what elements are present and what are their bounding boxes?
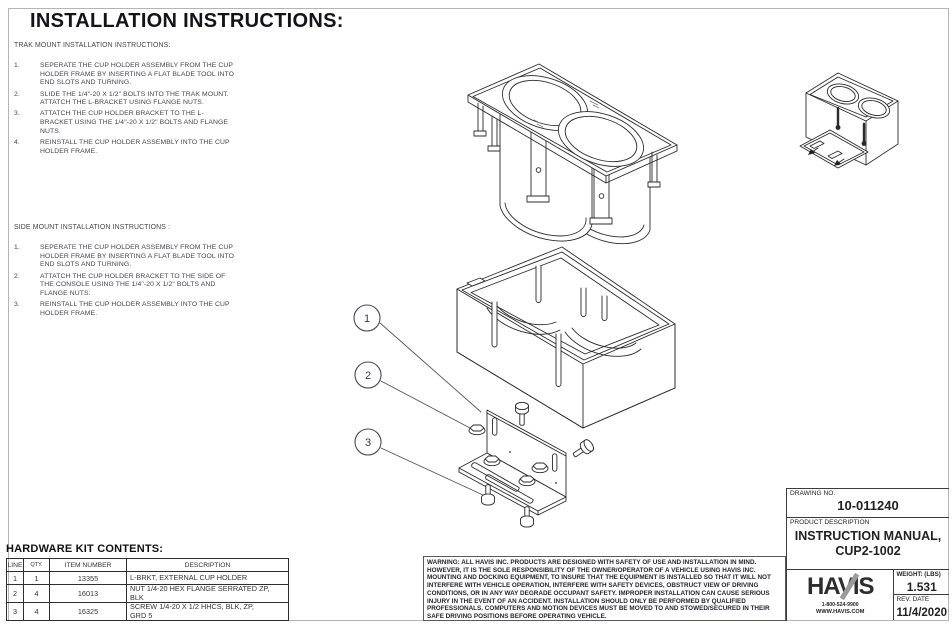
table-header-row: LINE QTY. ITEM NUMBER DESCRIPTION bbox=[6, 558, 289, 572]
brand-website: WWW.HAVIS.COM bbox=[816, 609, 865, 615]
plate-side-tabs bbox=[473, 102, 661, 188]
screw bbox=[520, 506, 534, 528]
frame-slot-tabs bbox=[491, 265, 608, 387]
list-item: 1.SEPERATE THE CUP HOLDER ASSEMBLY FROM … bbox=[14, 62, 235, 87]
frame-trak-mini-drawing bbox=[799, 72, 899, 169]
hardware-kit-heading: HARDWARE KIT CONTENTS: bbox=[6, 543, 164, 555]
callout-2: 2 bbox=[354, 361, 382, 389]
title-block: DRAWING NO. 10-011240 PRODUCT DESCRIPTIO… bbox=[786, 488, 949, 621]
list-item: 4.REINSTALL THE CUP HOLDER ASSEMBLY INTO… bbox=[14, 139, 230, 155]
list-item: 1.SEPERATE THE CUP HOLDER ASSEMBLY FROM … bbox=[14, 244, 235, 269]
table-row: 2 4 16013 NUT 1/4-20 HEX FLANGE SERRATED… bbox=[6, 584, 289, 603]
leader-lines bbox=[379, 322, 484, 496]
product-description-label: PRODUCT DESCRIPTION bbox=[790, 519, 870, 526]
list-item: 2.SLIDE THE 1/4"-20 X 1/2" BOLTS INTO TH… bbox=[14, 90, 229, 107]
product-description-line1: INSTRUCTION MANUAL, bbox=[794, 529, 942, 543]
drawing-number-value: 10-011240 bbox=[837, 498, 899, 513]
side-mount-instructions: SIDE MOUNT INSTALLATION INSTRUCTIONS : 1… bbox=[14, 224, 314, 321]
technical-drawing: 1 2 3 bbox=[353, 63, 899, 528]
havis-logo: HAVIS bbox=[807, 572, 875, 601]
list-item: 3.ATTATCH THE CUP HOLDER BRACKET TO THE … bbox=[14, 110, 229, 135]
col-header-description: DESCRIPTION bbox=[126, 558, 289, 572]
trak-mount-steps: 1.SEPERATE THE CUP HOLDER ASSEMBLY FROM … bbox=[14, 62, 314, 156]
page-title: INSTALLATION INSTRUCTIONS: bbox=[30, 10, 344, 32]
cup-rail bbox=[526, 131, 550, 203]
flange-nut bbox=[518, 475, 536, 487]
drawing-number-label: DRAWING NO. bbox=[790, 490, 836, 497]
weight-cell: WEIGHT: (LBS) 1.531 bbox=[894, 570, 949, 595]
screw bbox=[515, 401, 529, 426]
weight-value: 1.531 bbox=[906, 580, 937, 594]
trak-mount-instructions: TRAK MOUNT INSTALLATION INSTRUCTIONS: 1.… bbox=[14, 42, 314, 159]
product-description-line2: CUP2-1002 bbox=[835, 543, 901, 558]
product-description-cell: PRODUCT DESCRIPTION INSTRUCTION MANUAL, … bbox=[787, 518, 949, 570]
callout-balloons: 1 2 3 bbox=[353, 304, 382, 456]
plate-embossing bbox=[533, 100, 600, 128]
trak-mount-heading: TRAK MOUNT INSTALLATION INSTRUCTIONS: bbox=[14, 42, 171, 49]
screw bbox=[572, 439, 594, 458]
cup-holder-assembly-drawing bbox=[467, 63, 678, 245]
list-item: 3.REINSTALL THE CUP HOLDER ASSEMBLY INTO… bbox=[14, 301, 230, 317]
flange-nut bbox=[483, 455, 501, 467]
table-row: 1 1 13355 L-BRKT, EXTERNAL CUP HOLDER bbox=[6, 571, 289, 585]
title-block-bottom-row: HAVIS 1-800-524-9900 WWW.HAVIS.COM WEIGH… bbox=[787, 570, 949, 620]
side-mount-steps: 1.SEPERATE THE CUP HOLDER ASSEMBLY FROM … bbox=[14, 244, 314, 319]
weight-label: WEIGHT: (LBS) bbox=[896, 571, 941, 578]
arrow-icon bbox=[808, 147, 845, 166]
rev-date-label: REV. DATE bbox=[896, 596, 930, 603]
flange-nut bbox=[531, 462, 549, 474]
drawing-number-cell: DRAWING NO. 10-011240 bbox=[787, 489, 949, 518]
callout-3-label: 3 bbox=[365, 437, 371, 449]
hardware-kit-table: LINE QTY. ITEM NUMBER DESCRIPTION 1 1 13… bbox=[6, 558, 289, 621]
rev-date-value: 11/4/2020 bbox=[896, 607, 947, 619]
callout-2-label: 2 bbox=[365, 370, 371, 382]
trak-mount-bracket bbox=[799, 129, 869, 169]
cup-holder-frame-drawing bbox=[456, 246, 676, 429]
hanging-bolts bbox=[836, 106, 866, 144]
l-bracket-hardware-drawing bbox=[458, 401, 594, 528]
brand-phone: 1-800-524-9900 bbox=[821, 602, 859, 608]
hardware-kit-section: HARDWARE KIT CONTENTS: LINE QTY. ITEM NU… bbox=[6, 543, 306, 621]
weight-rev-column: WEIGHT: (LBS) 1.531 REV. DATE 11/4/2020 bbox=[893, 570, 949, 620]
col-header-line: LINE bbox=[6, 558, 24, 572]
screw bbox=[481, 484, 495, 506]
rev-date-cell: REV. DATE 11/4/2020 bbox=[894, 595, 949, 622]
list-item: 2.ATTATCH THE CUP HOLDER BRACKET TO THE … bbox=[14, 272, 226, 297]
col-header-qty: QTY. bbox=[23, 558, 50, 572]
side-mount-heading: SIDE MOUNT INSTALLATION INSTRUCTIONS : bbox=[14, 224, 171, 231]
callout-3: 3 bbox=[354, 428, 382, 456]
callout-1-label: 1 bbox=[364, 313, 370, 325]
warning-text: WARNING: ALL HAVIS INC. PRODUCTS ARE DES… bbox=[423, 556, 786, 621]
col-header-item-number: ITEM NUMBER bbox=[49, 558, 127, 572]
callout-1: 1 bbox=[353, 304, 381, 332]
table-row: 3 4 16325 SCREW 1/4-20 X 1/2 HHCS, BLK, … bbox=[6, 602, 289, 621]
brand-logo-cell: HAVIS 1-800-524-9900 WWW.HAVIS.COM bbox=[787, 570, 893, 620]
flange-nut bbox=[468, 424, 486, 436]
